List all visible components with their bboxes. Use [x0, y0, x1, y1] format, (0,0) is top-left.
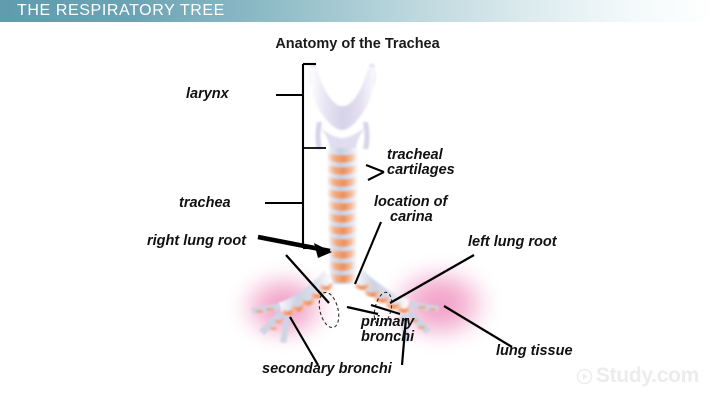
label-larynx: larynx [186, 86, 229, 102]
label-tracheal-cartilages-line2: cartilages [387, 161, 455, 178]
label-right-lung-root: right lung root [147, 233, 247, 249]
larynx-structure [309, 64, 376, 150]
label-left-lung-root: left lung root [468, 234, 557, 250]
header-title: THE RESPIRATORY TREE [17, 2, 225, 19]
secondary-bronchi-leader-2 [400, 317, 408, 366]
left-lung-root-leader [389, 254, 475, 304]
figure-title: Anatomy of the Trachea [275, 36, 440, 52]
annotation-leaders [257, 62, 513, 366]
label-trachea: trachea [179, 195, 231, 211]
label-lung-tissue: lung tissue [496, 343, 573, 359]
tracheal-cartilages-leader [365, 164, 385, 181]
lung-tissue-right-cloud [378, 256, 502, 352]
primary-bronchi-leader-left [346, 305, 379, 316]
primary-bronchi-leader-right [370, 303, 401, 316]
label-primary-bronchi: primary bronchi [361, 315, 414, 345]
lung-tissue-leader [443, 305, 513, 348]
trachea-arrow-head [314, 243, 332, 258]
label-tracheal-cartilages: tracheal cartilages [387, 148, 455, 178]
label-primary-bronchi-line1: primary [361, 314, 415, 330]
watermark: Study.com [576, 364, 699, 388]
label-secondary-bronchi: secondary bronchi [262, 361, 392, 377]
header-bar: THE RESPIRATORY TREE [0, 0, 715, 22]
anatomy-figure: Anatomy of the Trachea [0, 22, 715, 402]
tracheal-cartilage-rings [328, 153, 357, 283]
carina-leader [354, 221, 382, 285]
secondary-bronchi-leader [289, 316, 319, 366]
play-circle-icon [576, 368, 593, 384]
label-location-of-carina-line1: location of [374, 194, 448, 210]
right-lung-root-leader [285, 254, 330, 304]
label-location-of-carina: location of carina [374, 195, 447, 225]
label-location-of-carina-line2: carina [390, 208, 433, 225]
primary-bronchi [278, 269, 412, 316]
watermark-text: Study.com [595, 364, 699, 387]
label-tracheal-cartilages-line1: tracheal [387, 147, 443, 163]
label-primary-bronchi-line2: bronchi [361, 328, 415, 345]
